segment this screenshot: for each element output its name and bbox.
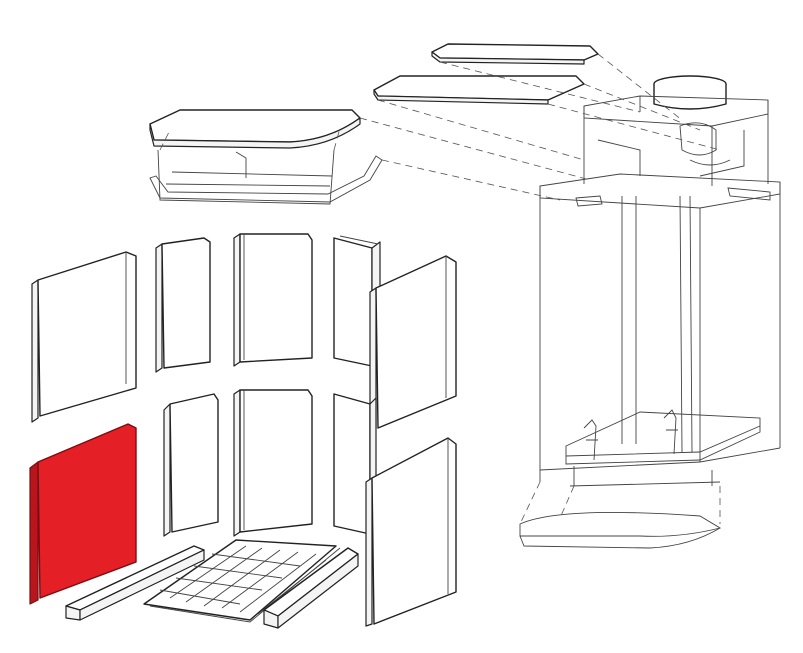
stove-body	[519, 75, 781, 549]
liner-back-upper[interactable]	[233, 233, 313, 367]
selected-liner-plate-face	[37, 423, 137, 599]
selected-liner-plate-side	[29, 461, 39, 605]
ash-grate[interactable]	[143, 539, 341, 623]
liner-plate-lower-right[interactable]	[365, 437, 457, 627]
assembly-guides	[359, 53, 721, 525]
floor-brick-right[interactable]	[263, 547, 359, 629]
grate-rack[interactable]	[149, 127, 383, 205]
selected-liner-plate[interactable]	[29, 423, 137, 605]
baffle-plate-top[interactable]	[431, 43, 599, 65]
liner-back-lower[interactable]	[233, 389, 313, 537]
curved-top-plate[interactable]	[149, 109, 361, 149]
liner-plate-upper-right[interactable]	[369, 255, 457, 431]
liner-plate-upper-left[interactable]	[31, 251, 137, 423]
baffle-plate-upper[interactable]	[373, 75, 585, 105]
liner-strip-lower-left[interactable]	[163, 393, 219, 537]
floor-brick-left[interactable]	[65, 545, 205, 621]
liner-strip-upper-left[interactable]	[155, 237, 211, 373]
